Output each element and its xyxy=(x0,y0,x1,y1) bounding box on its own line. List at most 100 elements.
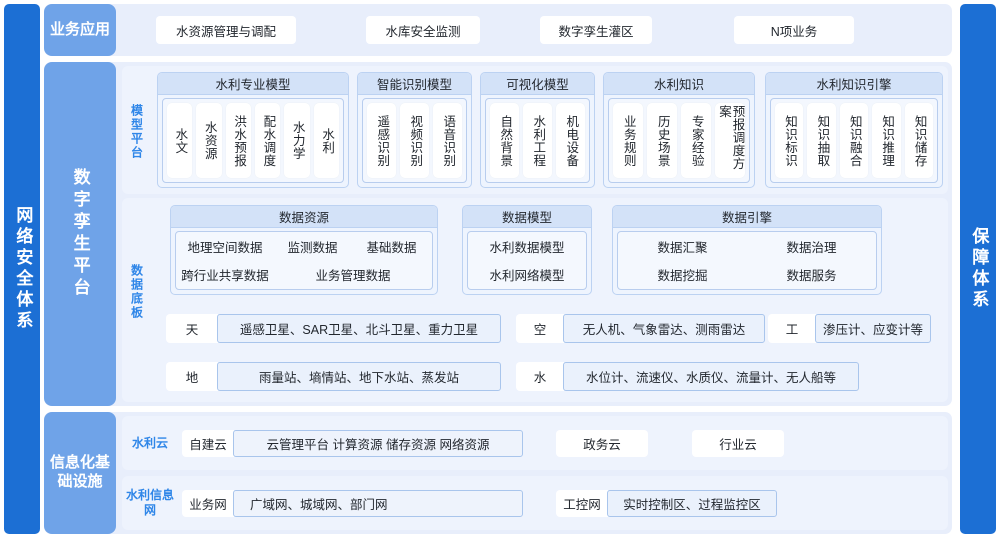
network-control-pair: 工控网 实时控制区、过程监控区 xyxy=(556,490,777,517)
business-app-chip-3[interactable]: N项业务 xyxy=(734,16,854,44)
network-control-content[interactable]: 实时控制区、过程监控区 xyxy=(607,490,777,517)
sensor-pair-sky: 天 遥感卫星、SAR卫星、北斗卫星、重力卫星 xyxy=(166,314,501,343)
model-item-3-3[interactable]: 预报调度方案 xyxy=(715,103,745,178)
network-caption: 水利信息网 xyxy=(126,488,174,518)
tier-label-twin: 数字孪生平台 xyxy=(44,62,116,406)
model-item-3-0[interactable]: 业务规则 xyxy=(613,103,643,178)
data-box-body-1: 水利数据模型 水利网络模型 xyxy=(467,231,587,290)
cloud-caption-text: 水利云 xyxy=(131,435,168,450)
model-group-body-4: 知识标识 知识抽取 知识融合 知识推理 知识储存 xyxy=(770,98,938,183)
model-item-4-1[interactable]: 知识抽取 xyxy=(807,103,836,178)
tier-label-twin-text: 数字孪生平台 xyxy=(70,168,90,300)
model-group-body-1: 遥感识别 视频识别 语音识别 xyxy=(362,98,467,183)
business-app-chip-2[interactable]: 数字孪生灌区 xyxy=(540,16,652,44)
model-item-2-2[interactable]: 机电设备 xyxy=(556,103,585,178)
data-res-item-2[interactable]: 基础数据 xyxy=(366,240,417,255)
model-item-4-3[interactable]: 知识推理 xyxy=(872,103,901,178)
model-group-body-3: 业务规则 历史场景 专家经验 预报调度方案 xyxy=(608,98,750,183)
data-box-1: 数据模型 水利数据模型 水利网络模型 xyxy=(462,205,592,295)
network-business-content[interactable]: 广域网、城域网、部门网 xyxy=(233,490,523,517)
model-item-0-1[interactable]: 水资源 xyxy=(196,103,222,178)
cloud-chip-industry[interactable]: 行业云 xyxy=(692,430,784,457)
model-group-1: 智能识别模型 遥感识别 视频识别 语音识别 xyxy=(357,72,472,188)
network-control-tag: 工控网 xyxy=(556,490,608,517)
model-group-body-2: 自然背景 水利工程 机电设备 xyxy=(485,98,590,183)
model-item-0-4[interactable]: 水力学 xyxy=(284,103,310,178)
data-base-caption-text: 数据底板 xyxy=(129,264,144,320)
model-item-0-5[interactable]: 水利 xyxy=(313,103,339,178)
model-item-0-0[interactable]: 水文 xyxy=(167,103,193,178)
data-res-item-0[interactable]: 地理空间数据 xyxy=(187,240,263,255)
tier-label-business: 业务应用 xyxy=(44,4,116,56)
cloud-chip-industry-label: 行业云 xyxy=(719,438,757,452)
data-res-item-3[interactable]: 跨行业共享数据 xyxy=(181,269,269,284)
sensor-tag-ground: 地 xyxy=(166,362,218,391)
sensor-pair-eng: 工 渗压计、应变计等 xyxy=(768,314,931,343)
data-res-item-4[interactable]: 业务管理数据 xyxy=(315,269,391,284)
business-app-chip-0[interactable]: 水资源管理与调配 xyxy=(156,16,296,44)
model-group-title-1: 智能识别模型 xyxy=(358,73,471,95)
model-item-0-2[interactable]: 洪水预报 xyxy=(225,103,251,178)
sensor-pair-water: 水 水位计、流速仪、水质仪、流量计、无人船等 xyxy=(516,362,859,391)
cloud-resources[interactable]: 云管理平台 计算资源 储存资源 网络资源 xyxy=(233,430,523,457)
model-group-title-3: 水利知识 xyxy=(604,73,754,95)
model-item-3-1[interactable]: 历史场景 xyxy=(647,103,677,178)
sensor-pair-ground: 地 雨量站、墒情站、地下水站、蒸发站 xyxy=(166,362,501,391)
sensor-tag-water: 水 xyxy=(516,362,564,391)
cloud-chip-government-label: 政务云 xyxy=(583,438,621,452)
data-engine-item-1[interactable]: 数据治理 xyxy=(786,240,837,255)
model-platform-caption-text: 模型平台 xyxy=(129,104,144,160)
model-item-3-2[interactable]: 专家经验 xyxy=(681,103,711,178)
cloud-caption: 水利云 xyxy=(126,430,174,456)
model-item-1-0[interactable]: 遥感识别 xyxy=(367,103,396,178)
data-model-item-0[interactable]: 水利数据模型 xyxy=(489,240,565,255)
data-engine-item-2[interactable]: 数据挖掘 xyxy=(657,269,708,284)
model-group-title-2: 可视化模型 xyxy=(481,73,594,95)
data-engine-item-3[interactable]: 数据服务 xyxy=(786,269,837,284)
model-item-0-3[interactable]: 配水调度 xyxy=(255,103,281,178)
sensor-tag-sky: 天 xyxy=(166,314,218,343)
model-group-body-0: 水文 水资源 洪水预报 配水调度 水力学 水利 xyxy=(162,98,344,183)
tier-label-infra: 信息化基础设施 xyxy=(44,412,116,534)
model-group-4: 水利知识引擎 知识标识 知识抽取 知识融合 知识推理 知识储存 xyxy=(765,72,943,188)
model-item-2-0[interactable]: 自然背景 xyxy=(490,103,519,178)
model-item-4-4[interactable]: 知识储存 xyxy=(904,103,934,178)
data-res-item-1[interactable]: 监测数据 xyxy=(287,240,338,255)
sensor-content-sky[interactable]: 遥感卫星、SAR卫星、北斗卫星、重力卫星 xyxy=(217,314,501,343)
sensor-content-eng[interactable]: 渗压计、应变计等 xyxy=(815,314,931,343)
network-security-label: 网络安全体系 xyxy=(13,206,33,332)
data-base-caption: 数据底板 xyxy=(124,250,148,334)
data-engine-item-0[interactable]: 数据汇聚 xyxy=(657,240,708,255)
model-item-2-1[interactable]: 水利工程 xyxy=(523,103,552,178)
network-caption-text: 水利信息网 xyxy=(126,488,175,517)
model-platform-caption: 模型平台 xyxy=(124,90,148,174)
model-item-4-0[interactable]: 知识标识 xyxy=(774,103,804,178)
data-box-0: 数据资源 地理空间数据 监测数据 基础数据 跨行业共享数据 业务管理数据 xyxy=(170,205,438,295)
sensor-content-ground[interactable]: 雨量站、墒情站、地下水站、蒸发站 xyxy=(217,362,501,391)
sensor-content-water[interactable]: 水位计、流速仪、水质仪、流量计、无人船等 xyxy=(563,362,859,391)
sensor-content-air[interactable]: 无人机、气象雷达、测雨雷达 xyxy=(563,314,765,343)
model-item-4-2[interactable]: 知识融合 xyxy=(839,103,869,178)
business-app-label-1: 水库安全监测 xyxy=(385,24,461,39)
tier-label-business-text: 业务应用 xyxy=(49,20,110,38)
data-box-body-2: 数据汇聚 数据治理 数据挖掘 数据服务 xyxy=(617,231,877,290)
network-business-pair: 业务网 广域网、城域网、部门网 xyxy=(182,490,523,517)
model-group-0: 水利专业模型 水文 水资源 洪水预报 配水调度 水力学 水利 xyxy=(157,72,349,188)
model-group-3: 水利知识 业务规则 历史场景 专家经验 预报调度方案 xyxy=(603,72,755,188)
model-item-1-1[interactable]: 视频识别 xyxy=(400,103,429,178)
data-box-title-0: 数据资源 xyxy=(171,206,437,228)
data-box-2: 数据引擎 数据汇聚 数据治理 数据挖掘 数据服务 xyxy=(612,205,882,295)
model-item-1-2[interactable]: 语音识别 xyxy=(433,103,462,178)
data-box-title-1: 数据模型 xyxy=(463,206,591,228)
data-model-item-1[interactable]: 水利网络模型 xyxy=(489,269,565,284)
business-app-chip-1[interactable]: 水库安全监测 xyxy=(366,16,480,44)
data-box-title-2: 数据引擎 xyxy=(613,206,881,228)
cloud-self-built-pair: 自建云 云管理平台 计算资源 储存资源 网络资源 xyxy=(182,430,523,457)
sensor-tag-air: 空 xyxy=(516,314,564,343)
data-box-body-0: 地理空间数据 监测数据 基础数据 跨行业共享数据 业务管理数据 xyxy=(175,231,433,290)
guarantee-system-sidebar: 保障体系 xyxy=(960,4,996,534)
cloud-chip-government[interactable]: 政务云 xyxy=(556,430,648,457)
network-security-sidebar: 网络安全体系 xyxy=(4,4,40,534)
guarantee-system-label: 保障体系 xyxy=(969,227,989,311)
